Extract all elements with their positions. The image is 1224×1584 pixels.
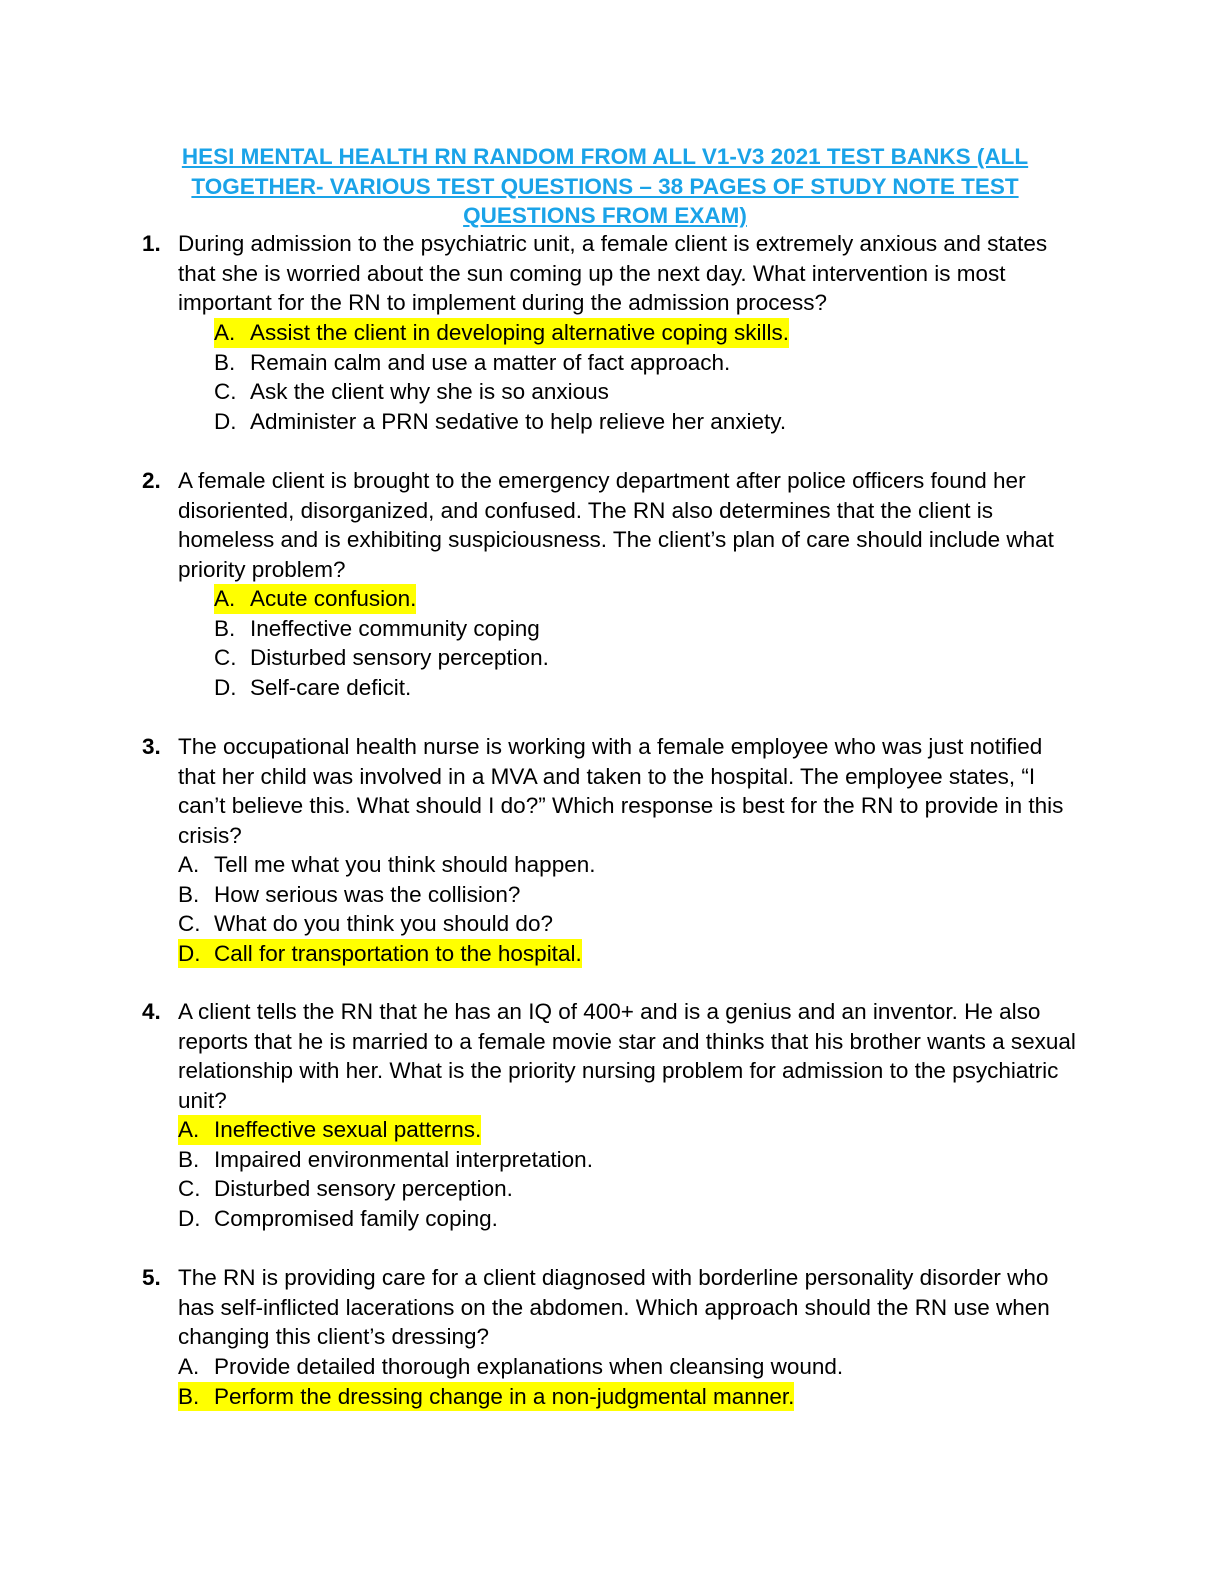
option-text: Call for transportation to the hospital. [214,940,582,966]
answer-options: A. Assist the client in developing altern… [214,318,790,437]
option-text: Disturbed sensory perception. [214,1176,513,1202]
option-letter: A. [178,1117,200,1142]
option-c: C. Disturbed sensory perception. [214,643,549,673]
question-number: 3. [142,734,161,759]
option-text: Remain calm and use a matter of fact app… [250,349,731,375]
option-letter: D. [178,940,201,966]
answer-options: A.Tell me what you think should happen. … [178,850,596,969]
option-text: How serious was the collision? [214,881,521,907]
option-text: Impaired environmental interpretation. [214,1146,593,1172]
option-b: B. Ineffective community coping [214,614,549,644]
option-letter: D. [214,674,237,700]
option-letter: D. [214,408,237,434]
option-d: D. Call for transportation to the hospita… [178,938,596,969]
option-letter: B. [178,1146,200,1172]
option-b: B. Impaired environmental interpretation. [178,1145,593,1175]
option-letter: B. [214,615,236,641]
answer-options: A. Provide detailed thorough explanations… [178,1352,843,1412]
question-text: A female client is brought to the emerge… [178,468,1054,582]
option-d: D. Compromised family coping. [178,1204,593,1234]
option-text: Administer a PRN sedative to help reliev… [250,408,787,434]
option-text: Ask the client why she is so anxious [250,379,609,405]
option-letter: C. [178,1176,201,1202]
question-number: 2. [142,468,161,493]
option-letter: B. [178,881,200,907]
option-a: A. Provide detailed thorough explanations… [178,1352,843,1382]
option-text: Provide detailed thorough explanations w… [214,1354,844,1379]
option-a: A. Acute confusion. [214,584,549,614]
answer-options: A. Ineffective sexual patterns. B. Impaire… [178,1115,593,1233]
option-text: Acute confusion. [250,586,417,611]
option-letter: A. [178,852,200,877]
option-text: What do you think you should do? [214,911,553,937]
option-letter: A. [214,320,236,345]
option-text: Self-care deficit. [250,674,412,700]
question-number: 4. [142,999,161,1024]
question-number: 5. [142,1265,161,1290]
option-text: Compromised family coping. [214,1205,498,1231]
option-text: Disturbed sensory perception. [250,645,549,671]
option-letter: B. [214,349,236,375]
option-letter: A. [178,1354,200,1379]
option-b: B. Perform the dressing change in a non-j… [178,1381,843,1412]
question-text: The RN is providing care for a client di… [178,1265,1050,1350]
answer-options: A. Acute confusion. B. Ineffective communi… [214,584,549,702]
question-text: The occupational health nurse is working… [178,734,1064,848]
option-text: Perform the dressing change in a non-jud… [214,1383,795,1409]
option-letter: A. [214,586,236,611]
option-text: Assist the client in developing alternat… [250,320,790,345]
option-c: C. What do you think you should do? [178,909,596,939]
question-text: A client tells the RN that he has an IQ … [178,999,1076,1113]
document-title: HESI MENTAL HEALTH RN RANDOM FROM ALL V1… [140,142,1070,231]
title-line-2: TOGETHER- VARIOUS TEST QUESTIONS – 38 PA… [191,173,1019,199]
option-b: B. How serious was the collision? [178,880,596,910]
option-d: D. Self-care deficit. [214,673,549,703]
option-b: B. Remain calm and use a matter of fact a… [214,348,789,378]
option-text: Ineffective sexual patterns. [214,1117,482,1142]
option-a: A. Ineffective sexual patterns. [178,1115,593,1145]
option-letter: B. [178,1383,200,1409]
title-line-1: HESI MENTAL HEALTH RN RANDOM FROM ALL V1… [181,144,1029,169]
option-letter: C. [214,645,237,671]
question-number: 1. [142,231,161,256]
option-text: Ineffective community coping [250,615,540,641]
option-letter: D. [178,1205,201,1231]
option-a: A. Tell me what you think should happen. [178,850,596,880]
option-letter: C. [214,379,237,405]
option-c: C. Disturbed sensory perception. [178,1174,593,1204]
title-line-3: QUESTIONS FROM EXAM) [463,203,747,228]
option-letter: C. [178,911,201,937]
option-text: Tell me what you think should happen. [214,852,596,877]
option-a: A. Assist the client in developing altern… [214,318,790,348]
option-d: D. Administer a PRN sedative to help reli… [214,407,789,437]
question-text: During admission to the psychiatric unit… [178,231,1048,316]
option-c: C. Ask the client why she is so anxious [214,377,789,407]
